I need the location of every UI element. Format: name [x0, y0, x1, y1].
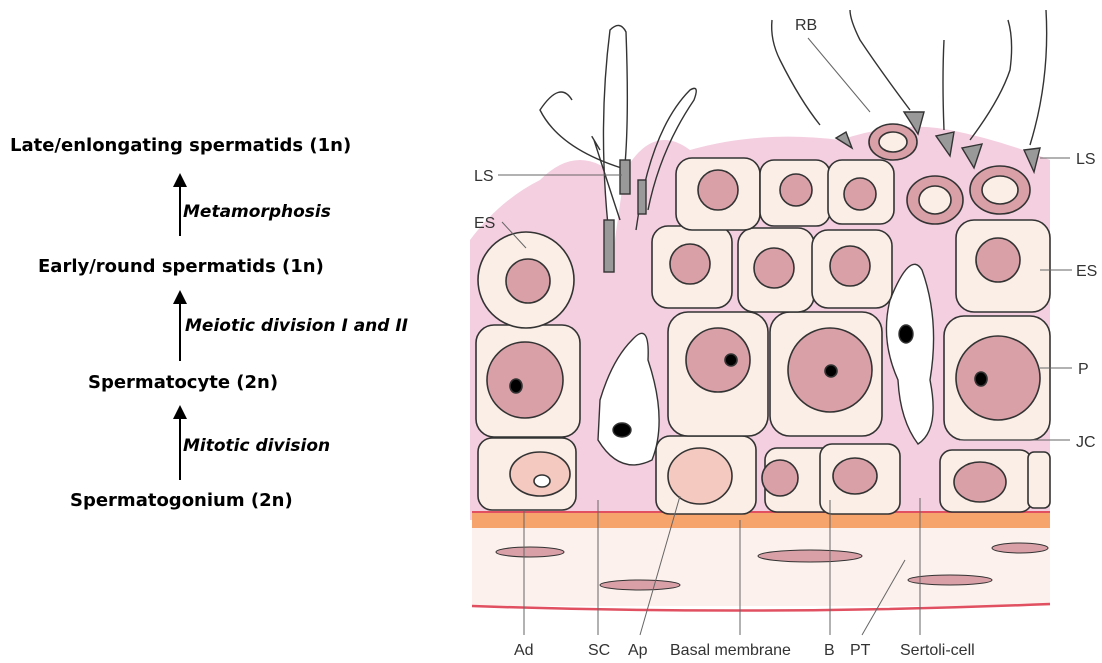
- label-sc: SC: [588, 642, 610, 659]
- label-ls-right: LS: [1076, 151, 1096, 168]
- stage-spermatogonium: Spermatogonium (2n): [70, 490, 293, 511]
- label-jc: JC: [1076, 434, 1096, 451]
- stage-early-spermatids: Early/round spermatids (1n): [38, 256, 324, 277]
- arrow-shaft: [179, 186, 181, 236]
- spermatogenesis-flow: Late/enlongating spermatids (1n) Metamor…: [0, 0, 440, 663]
- arrow-shaft: [179, 418, 181, 480]
- label-es-left: ES: [474, 215, 495, 232]
- label-rb: RB: [795, 17, 817, 34]
- seminiferous-epithelium-diagram: RB LS LS ES ES P JC Ad SC Ap Basal membr…: [440, 0, 1102, 663]
- spermatocyte-row: [476, 312, 1050, 440]
- label-basal-membrane: Basal membrane: [670, 642, 791, 659]
- arrow-up-icon: [173, 405, 187, 419]
- peritubular-layer: [472, 528, 1050, 606]
- label-ap: Ap: [628, 642, 648, 659]
- arrow-shaft: [179, 303, 181, 361]
- label-ls-left: LS: [474, 168, 494, 185]
- label-p: P: [1078, 361, 1089, 378]
- label-sertoli-cell: Sertoli-cell: [900, 642, 975, 659]
- arrow-up-icon: [173, 173, 187, 187]
- process-mitotic-division: Mitotic division: [183, 436, 330, 456]
- stage-spermatocyte: Spermatocyte (2n): [88, 372, 278, 393]
- arrow-up-icon: [173, 290, 187, 304]
- label-ad: Ad: [514, 642, 534, 659]
- label-b: B: [824, 642, 835, 659]
- process-meiotic-division: Meiotic division I and II: [185, 316, 408, 336]
- process-metamorphosis: Metamorphosis: [183, 202, 331, 222]
- basal-membrane-orange: [472, 512, 1050, 528]
- label-pt: PT: [850, 642, 871, 659]
- stage-late-spermatids: Late/enlongating spermatids (1n): [10, 135, 351, 156]
- label-es-right: ES: [1076, 263, 1097, 280]
